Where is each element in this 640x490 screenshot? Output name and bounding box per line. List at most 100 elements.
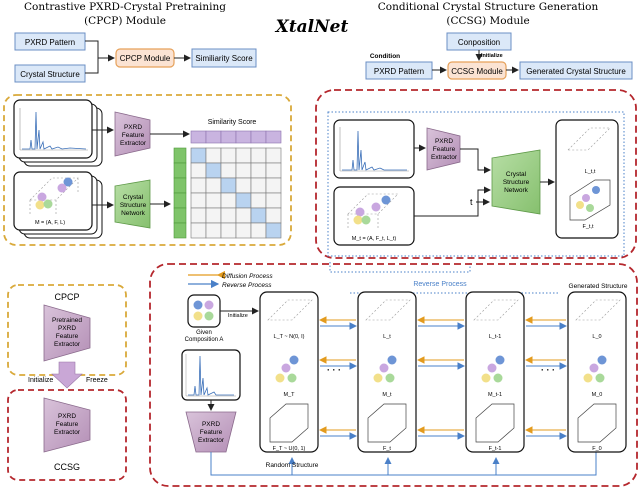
- ccsg-detail-panel: PXRD Feature Extractor M_t = (A, F_t, L_…: [315, 89, 637, 259]
- matrix-row-feature: [173, 222, 187, 239]
- transfer-pretrained-l2: PXRD: [58, 325, 76, 332]
- stage-label: F_T ~ U(0, 1): [273, 446, 306, 452]
- stage-label: F_t: [383, 446, 391, 452]
- ccsg-network-l3: Network: [504, 187, 529, 194]
- ccsg-condition-label: Condition: [370, 53, 400, 60]
- matrix-row-feature: [173, 192, 187, 209]
- matrix-cell: [235, 207, 252, 224]
- ccsg-extractor-l2: Feature: [433, 146, 456, 153]
- matrix-col-feature: [205, 130, 222, 144]
- ccsg-mt-label: M_t = (A, F_t, L_t): [352, 236, 397, 242]
- stage-atom: [481, 373, 491, 383]
- matrix-cell: [250, 162, 267, 179]
- cpcp-module: CPCP Module: [120, 54, 171, 63]
- matrix-cell: [250, 147, 267, 164]
- random-structure-label: Random Structure: [266, 462, 319, 469]
- app-title: XtalNet: [275, 17, 349, 37]
- stage-atom: [493, 373, 503, 383]
- stage-label: L_t: [383, 334, 391, 340]
- matrix-cell: [265, 207, 282, 224]
- stage-atom: [583, 373, 593, 383]
- cpcp-network-l1: Crystal: [123, 194, 144, 201]
- transfer-down-arrow: [51, 361, 83, 389]
- stage-card: [465, 291, 525, 453]
- cpcp-crystal-image: [29, 177, 79, 215]
- stage-cell: [475, 403, 515, 443]
- diffusion-stages: L_T ~ N(0, I)M_TF_T ~ U(0, 1)L_tM_tF_tL_…: [259, 291, 627, 453]
- stage-lattice: [575, 299, 621, 321]
- stage-label: F_t-1: [489, 446, 502, 452]
- transfer-pretrained-l4: Extractor: [54, 341, 81, 348]
- transfer-initialize: Initialize: [28, 377, 53, 384]
- matrix-cell: [235, 177, 252, 194]
- stage-cell: [367, 403, 407, 443]
- transfer-pxrd-l3: Extractor: [54, 429, 81, 436]
- ellipsis-2: · · ·: [541, 365, 555, 375]
- matrix-cell: [190, 192, 207, 209]
- ellipsis-1: · · ·: [327, 365, 341, 375]
- cpcp-pxrd-spectrum: [19, 108, 88, 151]
- given-l2: Composition A: [185, 337, 224, 343]
- cpcp-top-flow: PXRD Pattern Crystal Structure CPCP Modu…: [14, 32, 257, 83]
- matrix-cell: [190, 177, 207, 194]
- ccsg-initialize-label: Initialize: [481, 53, 503, 59]
- cpcp-detail-panel: M = (A, F, L) PXRD Feature Extractor Cry…: [3, 94, 292, 246]
- matrix-cell: [190, 162, 207, 179]
- matrix-col-feature: [265, 130, 282, 144]
- matrix-cell: [250, 177, 267, 194]
- legend-diffusion: Diffusion Process: [222, 273, 273, 280]
- matrix-cell: [265, 162, 282, 179]
- matrix-row-feature: [173, 207, 187, 224]
- cpcp-network-l3: Network: [121, 210, 146, 217]
- matrix-cell: [220, 222, 237, 239]
- stage-atom: [597, 355, 607, 365]
- matrix-col-feature: [220, 130, 237, 144]
- stage-cell: [269, 403, 309, 443]
- transfer-cpcp-label: CPCP: [54, 292, 79, 302]
- cpcp-title-line2: (CPCP) Module: [84, 15, 166, 27]
- matrix-cell: [265, 177, 282, 194]
- transfer-pretrained-l1: Pretrained: [52, 317, 82, 324]
- stage-card: [259, 291, 319, 453]
- ccsg-ft-label: F_t,t: [582, 224, 593, 230]
- ccsg-top-flow: Condition PXRD Pattern Conposition Initi…: [365, 32, 633, 80]
- transfer-pretrained-l3: Feature: [56, 333, 79, 340]
- stage-label: F_0: [592, 446, 601, 452]
- stage-lattice: [267, 299, 313, 321]
- cpcp-m-label: M = (A, F, L): [35, 220, 65, 226]
- cpcp-title-line1: Contrastive PXRD-Crystal Pretraining: [24, 1, 226, 13]
- given-l1: Given: [196, 330, 212, 336]
- matrix-cell: [235, 147, 252, 164]
- matrix-cell: [250, 222, 267, 239]
- matrix-col-feature: [235, 130, 252, 144]
- stage-atom: [289, 355, 299, 365]
- matrix-diag-cell: [220, 177, 237, 194]
- cpcp-similarity-score: Similiarity Score: [195, 54, 253, 63]
- matrix-cell: [265, 147, 282, 164]
- matrix-col-feature: [250, 130, 267, 144]
- matrix-row-feature: [173, 162, 187, 179]
- reverse-center-label: Reverse Process: [413, 281, 467, 288]
- process-extractor-l3: Extractor: [198, 437, 225, 444]
- transfer-panel: CPCP Pretrained PXRD Feature Extractor I…: [7, 284, 127, 481]
- ccsg-t-label: t: [470, 197, 473, 207]
- ccsg-pxrd-spectrum: [339, 127, 409, 172]
- matrix-row-feature: [173, 177, 187, 194]
- matrix-cell: [205, 192, 222, 209]
- similarity-matrix: [173, 130, 282, 239]
- ccsg-extractor-l3: Extractor: [431, 154, 458, 161]
- matrix-diag-cell: [205, 162, 222, 179]
- ccsg-pxrd-pattern: PXRD Pattern: [374, 67, 424, 76]
- process-extractor-l1: PXRD: [202, 421, 220, 428]
- matrix-cell: [220, 192, 237, 209]
- transfer-freeze: Freeze: [86, 377, 108, 384]
- matrix-cell: [220, 162, 237, 179]
- transfer-ccsg-label: CCSG: [54, 462, 80, 472]
- stage-atom: [595, 373, 605, 383]
- ccsg-crystal-image: [347, 193, 399, 230]
- stage-label: M_T: [284, 392, 296, 398]
- matrix-diag-cell: [235, 192, 252, 209]
- matrix-cell: [205, 177, 222, 194]
- matrix-cell: [220, 207, 237, 224]
- cpcp-extractor-l3: Extractor: [120, 140, 147, 147]
